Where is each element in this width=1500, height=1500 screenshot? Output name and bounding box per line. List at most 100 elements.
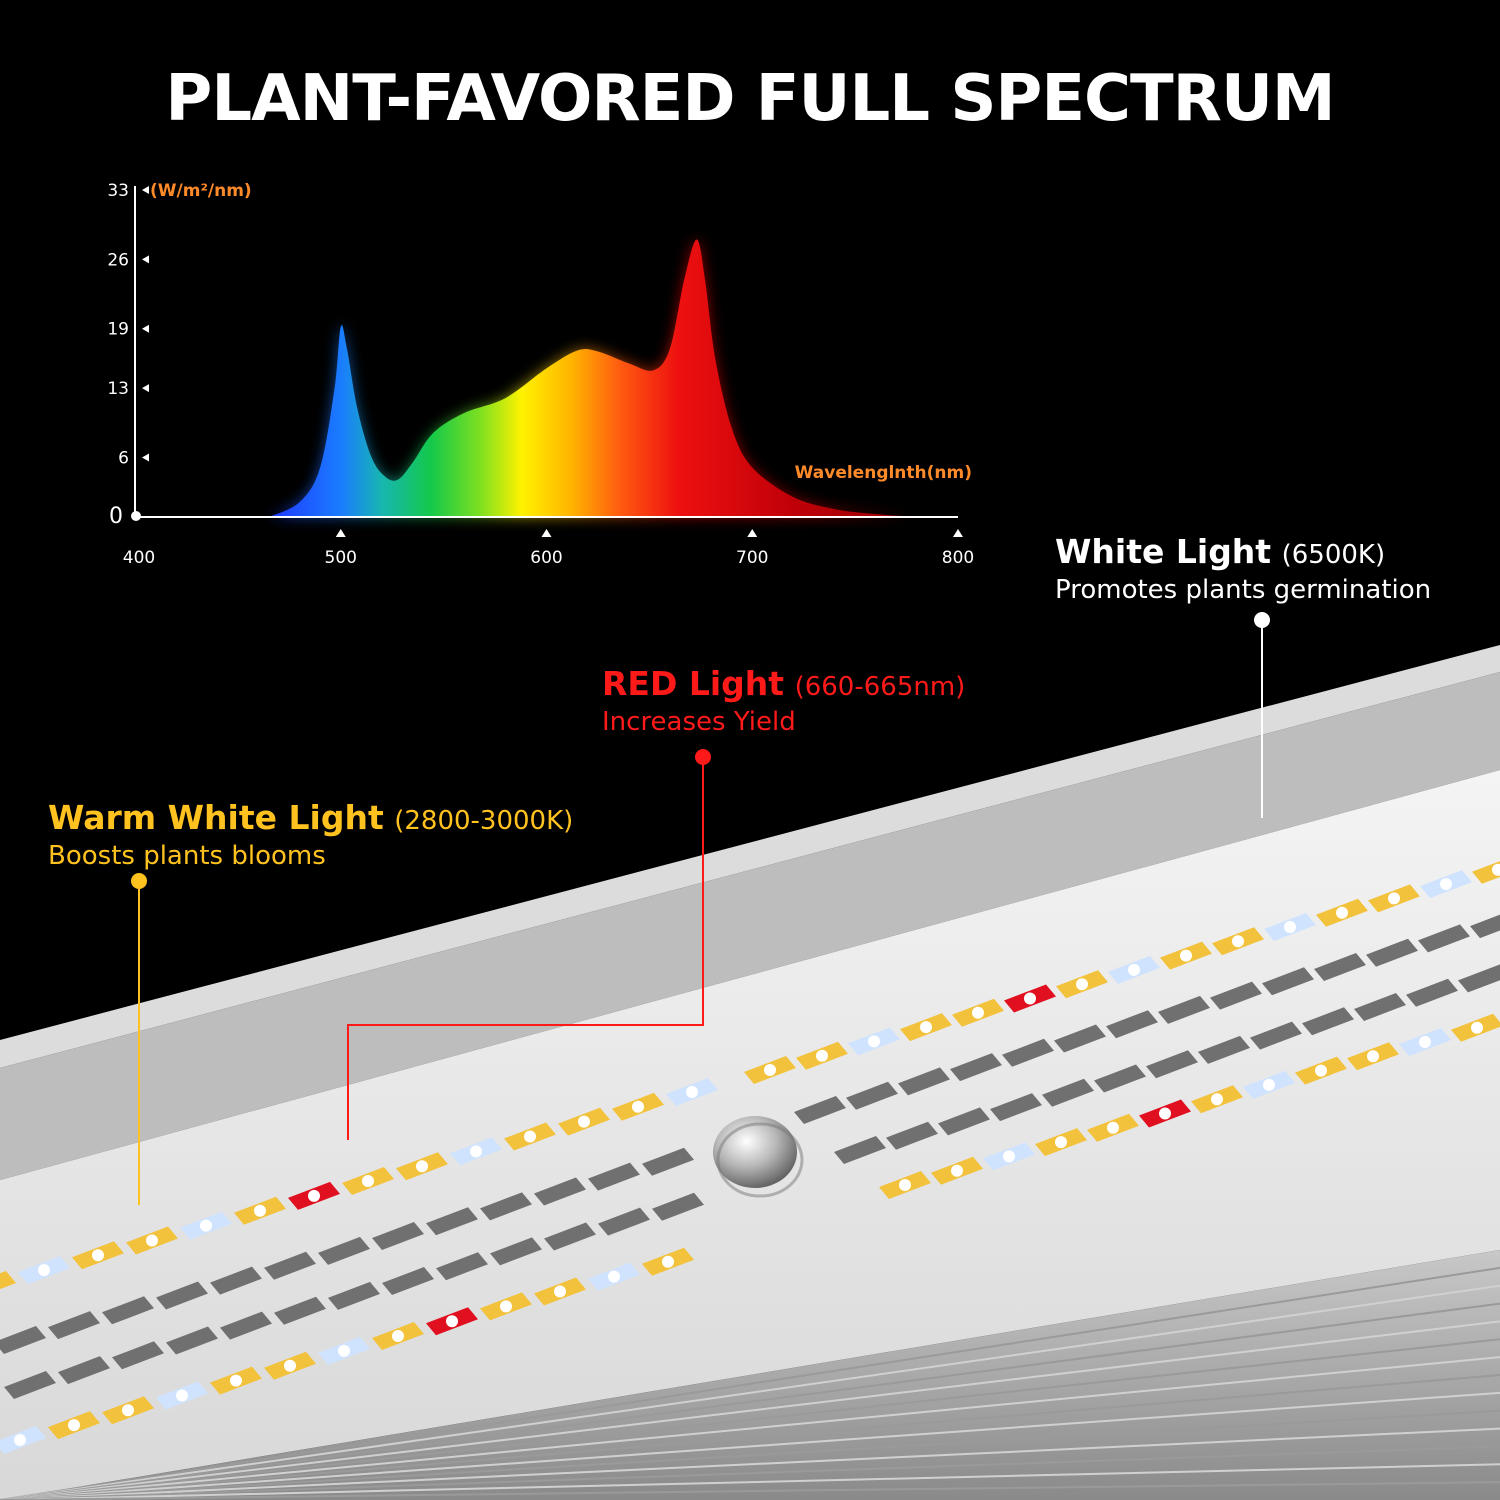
y-tick-label: 0 xyxy=(109,504,123,529)
axis-origin-dot xyxy=(131,511,141,521)
led-glow xyxy=(254,1204,266,1217)
led-glow xyxy=(1367,1050,1379,1063)
warm-leader-dot xyxy=(131,873,147,889)
led-chip-off xyxy=(436,1252,488,1281)
led-chip-off xyxy=(1250,1021,1302,1050)
led-glow xyxy=(951,1164,963,1177)
white-light-spec: (6500K) xyxy=(1281,540,1386,570)
heatsink-fin xyxy=(0,1302,1500,1500)
y-tick-marker xyxy=(142,186,149,194)
page-title: PLANT-FAVORED FULL SPECTRUM xyxy=(165,62,1335,136)
led-glow xyxy=(1232,935,1244,948)
led-glow xyxy=(470,1145,482,1158)
red-light-name: RED Light xyxy=(602,664,785,703)
heatsink-fin xyxy=(0,1320,1500,1500)
led-chip-off xyxy=(1094,1064,1146,1093)
heatsink-fin xyxy=(0,1463,1500,1500)
led-chip-off xyxy=(166,1326,218,1355)
y-tick-marker xyxy=(142,324,149,333)
led-chip-off xyxy=(426,1207,478,1236)
heatsink-fin xyxy=(0,1409,1500,1500)
led-chip-off xyxy=(1406,978,1458,1007)
y-tick-marker xyxy=(142,453,149,462)
led-chip-off xyxy=(480,1192,532,1221)
x-tick-marker xyxy=(953,529,963,537)
led-glow xyxy=(662,1255,674,1268)
heatsink-fin xyxy=(0,1284,1500,1500)
y-tick-marker xyxy=(142,255,149,264)
led-chip-off xyxy=(156,1281,208,1310)
red-leader-dot xyxy=(695,749,711,765)
led-glow xyxy=(230,1374,242,1387)
led-glow xyxy=(92,1249,104,1262)
led-chip-off xyxy=(1262,967,1314,996)
callout-leaders xyxy=(131,612,1270,1205)
led-glow xyxy=(284,1359,296,1372)
heatsink-fin xyxy=(0,1266,1500,1500)
led-chip-off xyxy=(274,1296,326,1325)
x-tick-label: 400 xyxy=(123,548,155,568)
led-chip-off xyxy=(1158,995,1210,1024)
bar-top-rim xyxy=(0,645,1500,1068)
heatsink-fin xyxy=(0,1338,1500,1500)
led-chip-off xyxy=(318,1236,370,1265)
led-chip-off xyxy=(898,1067,950,1096)
led-glow xyxy=(972,1006,984,1019)
led-glow xyxy=(338,1344,350,1357)
led-chip-off xyxy=(0,1326,46,1354)
led-glow xyxy=(68,1419,80,1432)
led-glow xyxy=(1107,1121,1119,1134)
led-glow xyxy=(578,1115,590,1128)
spectrum-area xyxy=(268,239,917,517)
white-light-name: White Light xyxy=(1055,532,1272,571)
heatsink-fins xyxy=(0,1266,1500,1500)
white-light-callout: White Light (6500K) Promotes plants germ… xyxy=(1055,532,1431,605)
white-light-desc: Promotes plants germination xyxy=(1055,575,1432,605)
led-glow xyxy=(362,1175,374,1188)
led-glow xyxy=(1388,892,1400,905)
warm-light-spec: (2800-3000K) xyxy=(394,806,574,836)
led-chip-off xyxy=(834,1136,886,1164)
led-chip-off xyxy=(1146,1050,1198,1079)
led-chip-off xyxy=(1198,1035,1250,1064)
led-chip-off xyxy=(1210,981,1262,1010)
led-chip-off xyxy=(990,1093,1042,1122)
led-chip-off xyxy=(1418,924,1470,953)
led-chip-off xyxy=(264,1251,316,1280)
y-tick-label: 26 xyxy=(107,250,129,270)
led-chip-off xyxy=(48,1311,100,1340)
led-chip-off xyxy=(210,1266,262,1295)
red-light-desc: Increases Yield xyxy=(602,707,796,737)
bar-front-edge xyxy=(0,1250,1500,1500)
led-chip-off xyxy=(1302,1007,1354,1036)
led-glow xyxy=(1055,1136,1067,1149)
led-glow xyxy=(14,1434,26,1446)
x-tick-marker xyxy=(541,529,552,537)
led-glow xyxy=(200,1219,212,1232)
led-glow xyxy=(608,1270,620,1283)
led-glow xyxy=(308,1189,320,1202)
led-chip-off xyxy=(950,1053,1002,1082)
led-glow xyxy=(1128,963,1140,976)
led-glow xyxy=(632,1100,644,1113)
y-tick-label: 13 xyxy=(107,379,129,399)
heatsink-fin xyxy=(0,1374,1500,1500)
x-axis-label: Wavelenglnth(nm) xyxy=(795,463,972,483)
led-chip-off xyxy=(1042,1078,1094,1107)
led-glow xyxy=(1024,992,1036,1005)
led-chip-warm xyxy=(0,1271,16,1290)
led-chip-off xyxy=(598,1207,650,1236)
led-glow xyxy=(899,1179,911,1191)
led-array xyxy=(0,861,1500,1454)
led-glow xyxy=(1284,921,1296,933)
led-chip-off xyxy=(1366,938,1418,967)
y-axis-label: (W/m²/nm) xyxy=(150,181,252,201)
led-glow xyxy=(686,1085,698,1098)
led-chip-off xyxy=(886,1121,938,1150)
led-chip-off xyxy=(490,1237,542,1266)
led-glow xyxy=(1263,1078,1275,1091)
led-glow xyxy=(146,1234,158,1247)
heatsink-fin xyxy=(0,1427,1500,1500)
led-glow xyxy=(1003,1150,1015,1163)
